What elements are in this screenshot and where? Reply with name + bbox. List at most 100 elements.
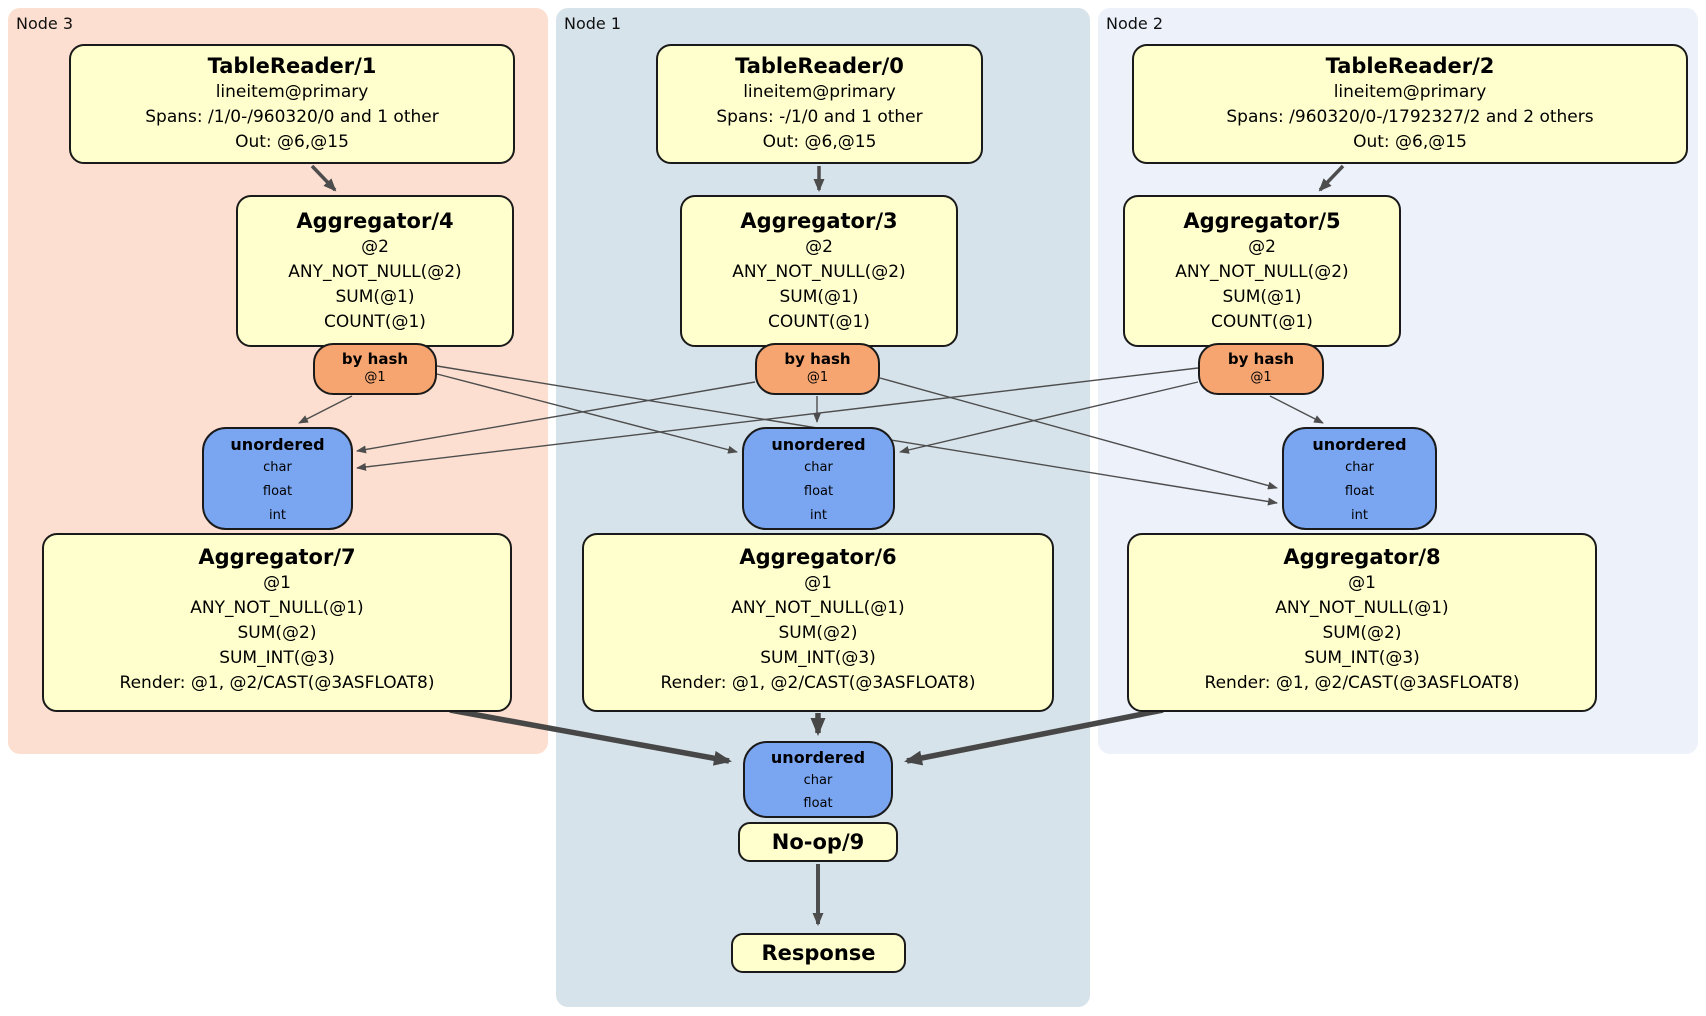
tablereader-0-box: TableReader/0 lineitem@primary Spans: -/…	[656, 44, 983, 164]
node-region-label: Node 3	[16, 14, 74, 33]
sync-col: char	[1345, 460, 1374, 475]
agg-fn-line: ANY_NOT_NULL(@2)	[1175, 262, 1349, 282]
unordered-sync-1-box: unordered char float int	[742, 427, 895, 530]
edge-hash1-sync3	[356, 381, 756, 454]
spans-line: Spans: /1/0-/960320/0 and 1 other	[145, 107, 439, 127]
hash-router-1-box: by hash @1	[755, 343, 880, 395]
edge-aggregator8-mergesync	[904, 707, 1164, 766]
sync-col: int	[269, 508, 286, 523]
node-region-label: Node 2	[1106, 14, 1164, 33]
sync-col: float	[803, 796, 833, 811]
unordered-sync-2-box: unordered char float int	[1282, 427, 1437, 530]
spans-line: Spans: -/1/0 and 1 other	[716, 107, 923, 127]
aggregator-7-box: Aggregator/7 @1 ANY_NOT_NULL(@1) SUM(@2)…	[42, 533, 512, 712]
edge-aggregator7-mergesync	[449, 707, 732, 766]
group-line: @1	[804, 573, 832, 593]
aggregator-3-box: Aggregator/3 @2 ANY_NOT_NULL(@2) SUM(@1)…	[680, 195, 958, 347]
index-line: lineitem@primary	[743, 82, 896, 102]
render-line: Render: @1, @2/CAST(@3ASFLOAT8)	[660, 673, 976, 693]
sync-col: float	[262, 484, 293, 499]
operator-title: Aggregator/5	[1183, 209, 1341, 233]
out-line: Out: @6,@15	[762, 132, 877, 152]
response-box: Response	[731, 933, 906, 973]
aggregator-5-box: Aggregator/5 @2 ANY_NOT_NULL(@2) SUM(@1)…	[1123, 195, 1401, 347]
edge-hash2-sync1	[899, 381, 1199, 454]
sync-col: int	[1351, 508, 1368, 523]
operator-title: Aggregator/4	[296, 209, 454, 233]
agg-fn-line: ANY_NOT_NULL(@2)	[288, 262, 462, 282]
group-line: @1	[1348, 573, 1376, 593]
operator-title: No-op/9	[771, 830, 865, 854]
group-line: @2	[1248, 237, 1276, 257]
agg-fn-line: ANY_NOT_NULL(@1)	[190, 598, 364, 618]
hash-router-2-box: by hash @1	[1198, 343, 1324, 395]
aggregator-8-box: Aggregator/8 @1 ANY_NOT_NULL(@1) SUM(@2)…	[1127, 533, 1597, 712]
sync-col: int	[810, 508, 827, 523]
out-line: Out: @6,@15	[1353, 132, 1467, 152]
sync-col: char	[803, 773, 833, 788]
edge-hash3-sync1	[436, 373, 738, 454]
sync-col: float	[803, 484, 834, 499]
operator-title: TableReader/2	[1325, 54, 1495, 78]
agg-fn-line: COUNT(@1)	[1211, 312, 1313, 332]
sync-col: char	[263, 460, 292, 475]
router-title: by hash	[784, 350, 851, 368]
index-line: lineitem@primary	[1333, 82, 1487, 102]
edge-hash3-sync3	[298, 395, 353, 424]
sync-col: float	[1344, 484, 1375, 499]
hash-router-3-box: by hash @1	[313, 343, 437, 395]
agg-fn-line: SUM(@1)	[1222, 287, 1302, 307]
router-key: @1	[1250, 370, 1272, 385]
edge-hash2-sync3	[356, 367, 1199, 471]
aggregator-4-box: Aggregator/4 @2 ANY_NOT_NULL(@2) SUM(@1)…	[236, 195, 514, 347]
agg-fn-line: SUM(@2)	[237, 623, 317, 643]
operator-title: Aggregator/3	[740, 209, 898, 233]
agg-fn-line: ANY_NOT_NULL(@1)	[731, 598, 905, 618]
tablereader-2-box: TableReader/2 lineitem@primary Spans: /9…	[1132, 44, 1688, 164]
sync-title: unordered	[771, 435, 866, 454]
unordered-merge-sync-box: unordered char float	[743, 741, 893, 818]
sync-title: unordered	[1312, 435, 1407, 454]
render-line: Render: @1, @2/CAST(@3ASFLOAT8)	[119, 673, 435, 693]
operator-title: TableReader/1	[207, 54, 377, 78]
edge-hash2-sync2	[1269, 395, 1324, 424]
operator-title: TableReader/0	[735, 54, 904, 78]
index-line: lineitem@primary	[215, 82, 369, 102]
edge-tablereader2-aggregator5	[1318, 164, 1345, 192]
group-line: @2	[805, 237, 833, 257]
agg-fn-line: COUNT(@1)	[324, 312, 426, 332]
sync-title: unordered	[770, 748, 866, 767]
group-line: @1	[263, 573, 291, 593]
out-line: Out: @6,@15	[235, 132, 349, 152]
render-line: Render: @1, @2/CAST(@3ASFLOAT8)	[1204, 673, 1520, 693]
agg-fn-line: ANY_NOT_NULL(@2)	[732, 262, 906, 282]
sync-title: unordered	[230, 435, 325, 454]
agg-fn-line: COUNT(@1)	[768, 312, 870, 332]
noop-9-box: No-op/9	[738, 822, 898, 862]
tablereader-1-box: TableReader/1 lineitem@primary Spans: /1…	[69, 44, 515, 164]
agg-fn-line: SUM(@1)	[335, 287, 415, 307]
agg-fn-line: SUM(@2)	[778, 623, 858, 643]
operator-title: Aggregator/7	[198, 545, 356, 569]
unordered-sync-3-box: unordered char float int	[202, 427, 353, 530]
router-key: @1	[806, 370, 829, 385]
agg-fn-line: SUM_INT(@3)	[760, 648, 876, 668]
agg-fn-line: ANY_NOT_NULL(@1)	[1275, 598, 1449, 618]
agg-fn-line: SUM(@1)	[779, 287, 859, 307]
spans-line: Spans: /960320/0-/1792327/2 and 2 others	[1226, 107, 1594, 127]
edge-tablereader1-aggregator4	[310, 164, 337, 192]
router-key: @1	[364, 370, 386, 385]
group-line: @2	[361, 237, 389, 257]
agg-fn-line: SUM_INT(@3)	[1304, 648, 1420, 668]
node-region-label: Node 1	[564, 14, 622, 33]
agg-fn-line: SUM(@2)	[1322, 623, 1402, 643]
operator-title: Aggregator/6	[739, 545, 897, 569]
operator-title: Aggregator/8	[1283, 545, 1441, 569]
operator-title: Response	[761, 941, 876, 965]
agg-fn-line: SUM_INT(@3)	[219, 648, 335, 668]
router-title: by hash	[341, 350, 409, 368]
sync-col: char	[804, 460, 833, 475]
aggregator-6-box: Aggregator/6 @1 ANY_NOT_NULL(@1) SUM(@2)…	[582, 533, 1054, 712]
edge-hash1-sync2	[879, 377, 1278, 490]
